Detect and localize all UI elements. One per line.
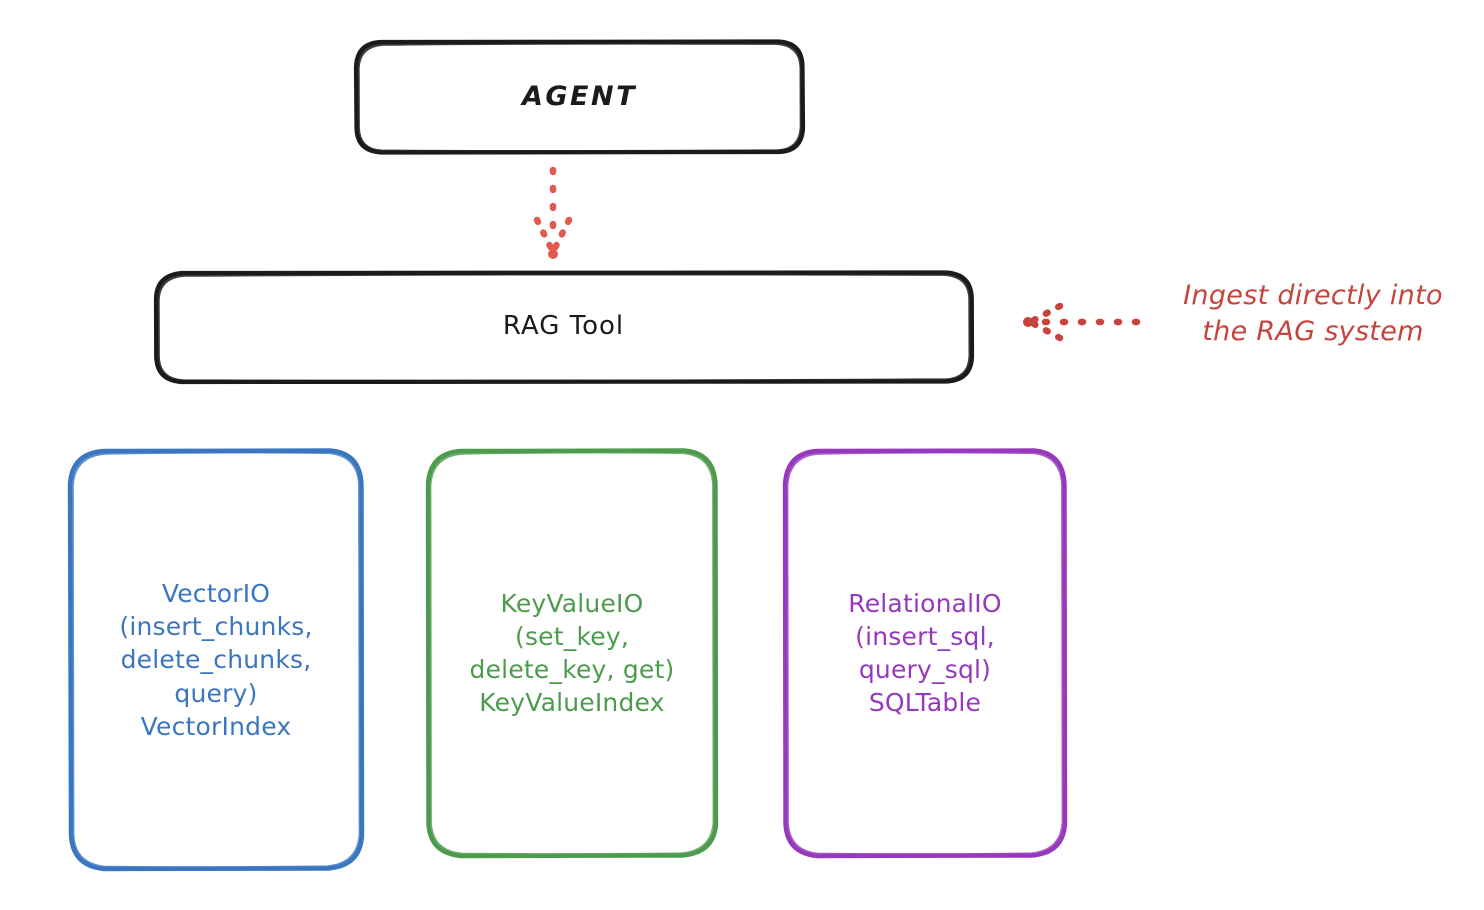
node-vector-io-sublabel: VectorIndex [140, 711, 292, 741]
node-relational-io[interactable]: RelationalIO (insert_sql, query_sql) SQL… [785, 450, 1065, 856]
node-agent[interactable]: AGENT [356, 41, 803, 153]
node-agent-label: AGENT [521, 80, 637, 112]
annotation-ingest-directly: Ingest directly into the RAG system [1183, 280, 1443, 347]
key-value-io-box-outline [425, 448, 719, 859]
node-relational-io-text-group: RelationalIO (insert_sql, query_sql) SQL… [848, 587, 1002, 720]
rag-tool-box-outline [153, 270, 975, 385]
node-relational-io-label: RelationalIO (insert_sql, query_sql) [848, 588, 1002, 685]
connector-agent-to-rag-tool [533, 166, 573, 259]
agent-box-outline [353, 39, 806, 155]
node-rag-tool-label: RAG Tool [502, 311, 625, 342]
node-vector-io-label: VectorIO (insert_chunks, delete_chunks, … [119, 578, 313, 708]
relational-io-box-outline [782, 448, 1068, 859]
node-key-value-io[interactable]: KeyValueIO (set_key, delete_key, get) Ke… [428, 450, 716, 856]
node-vector-io[interactable]: VectorIO (insert_chunks, delete_chunks, … [70, 450, 362, 870]
node-key-value-io-sublabel: KeyValueIndex [479, 688, 665, 718]
node-relational-io-sublabel: SQLTable [868, 688, 982, 718]
node-key-value-io-text-group: KeyValueIO (set_key, delete_key, get) Ke… [470, 587, 675, 720]
vector-io-box-outline [67, 448, 365, 872]
node-rag-tool[interactable]: RAG Tool [155, 272, 972, 382]
node-vector-io-text-group: VectorIO (insert_chunks, delete_chunks, … [119, 577, 312, 743]
connector-ingest-to-rag-tool [1023, 302, 1142, 342]
node-key-value-io-label: KeyValueIO (set_key, delete_key, get) [469, 588, 675, 685]
